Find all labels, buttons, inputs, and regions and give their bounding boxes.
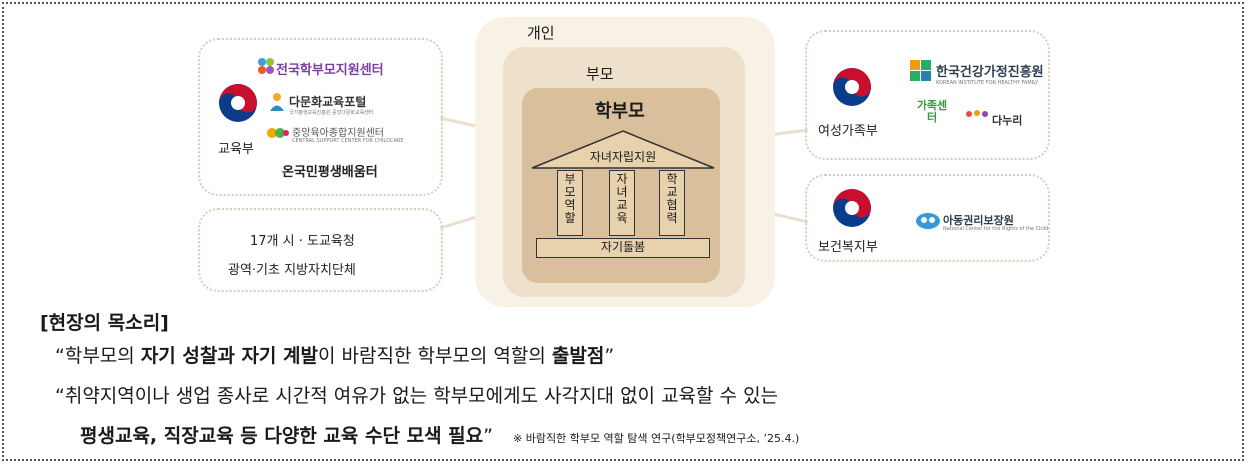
logo-multicultural-portal: 다문화교육포털: [289, 95, 367, 109]
logo-child-rights-sub: National Center for the Rights of the Ch…: [943, 226, 1049, 232]
quote-3-bold: 평생교육, 직장교육 등 다양한 교육 수단 모색 필요: [80, 425, 484, 447]
quote-1: “학부모의 자기 성찰과 자기 계발이 바람직한 학부모의 역할의 출발점”: [55, 341, 614, 368]
quote-1-mid: 이 바람직한 학부모의 역할의: [317, 345, 552, 367]
logo-parent-support-center: 전국학부모지원센터: [276, 63, 384, 78]
gov-emblem-icon: [833, 68, 871, 106]
quote-2: “취약지역이나 생업 종사로 시간적 여유가 없는 학부모에게도 사각지대 없이…: [55, 385, 779, 407]
ring-label-individual: 개인: [527, 24, 555, 42]
logo-multicultural-sub: 국가평생교육진흥원 중앙다문화교육센터: [289, 110, 374, 116]
logo-family-center: 가족센터: [916, 99, 948, 124]
childcare-logo-icon: [267, 128, 289, 138]
ministry-health-welfare-label: 보건복지부: [818, 240, 878, 255]
person-icon: [270, 93, 284, 111]
quote-1-close: ”: [604, 345, 615, 367]
box-ministry-health-welfare: [805, 174, 1050, 262]
box-ministry-education: [198, 38, 443, 196]
quote-1-bold-1: 자기 성찰과 자기 계발: [140, 345, 318, 367]
logo-childcare-sub: CENTRAL SUPPORT CENTER FOR CHILDCARE: [292, 138, 404, 144]
sparkle-icon: [258, 58, 274, 74]
logo-danuri: 다누리: [992, 114, 1023, 127]
quote-1-bold-2: 출발점: [551, 345, 605, 367]
logo-kihf-sub: KOREAN INSTITUTE FOR HEALTHY FAMILY: [936, 80, 1039, 86]
gov-emblem-icon: [833, 189, 871, 227]
danuri-figures-icon: [966, 110, 988, 117]
quote-3-close: ”: [483, 425, 493, 447]
house-base: 자기돌봄: [536, 238, 710, 258]
box-ministry-gender-family: [805, 30, 1050, 160]
logo-child-rights: 아동권리보장원: [943, 214, 1014, 227]
local-line-1: 17개 시 · 도교육청: [250, 234, 355, 249]
gov-emblem-icon: [219, 84, 257, 122]
logo-kihf: 한국건강가정진흥원: [936, 65, 1044, 80]
box-local-government: [198, 208, 443, 292]
source-note: ※ 바람직한 학부모 역할 탐색 연구(학부모정책연구소, ’25.4.): [513, 432, 800, 445]
logo-childcare-center: 중앙육아종합지원센터: [292, 128, 384, 139]
ministry-gender-family-label: 여성가족부: [818, 124, 878, 139]
quote-3: 평생교육, 직장교육 등 다양한 교육 수단 모색 필요” ※ 바람직한 학부모…: [80, 421, 799, 448]
kihf-logo-icon: [910, 60, 931, 81]
ring-label-parent: 부모: [586, 65, 614, 83]
roof-label: 자녀자립지원: [589, 150, 657, 164]
child-rights-logo-icon: [916, 213, 940, 229]
voices-title: [현장의 목소리]: [40, 312, 169, 334]
local-line-2: 광역·기초 지방자치단체: [228, 263, 356, 278]
ring-label-school-parent: 학부모: [595, 101, 645, 122]
ministry-education-label: 교육부: [218, 142, 254, 157]
quote-1-open: “학부모의: [55, 345, 141, 367]
house-roof: [531, 130, 715, 169]
logo-lifelong-learning: 온국민평생배움터: [282, 165, 378, 180]
